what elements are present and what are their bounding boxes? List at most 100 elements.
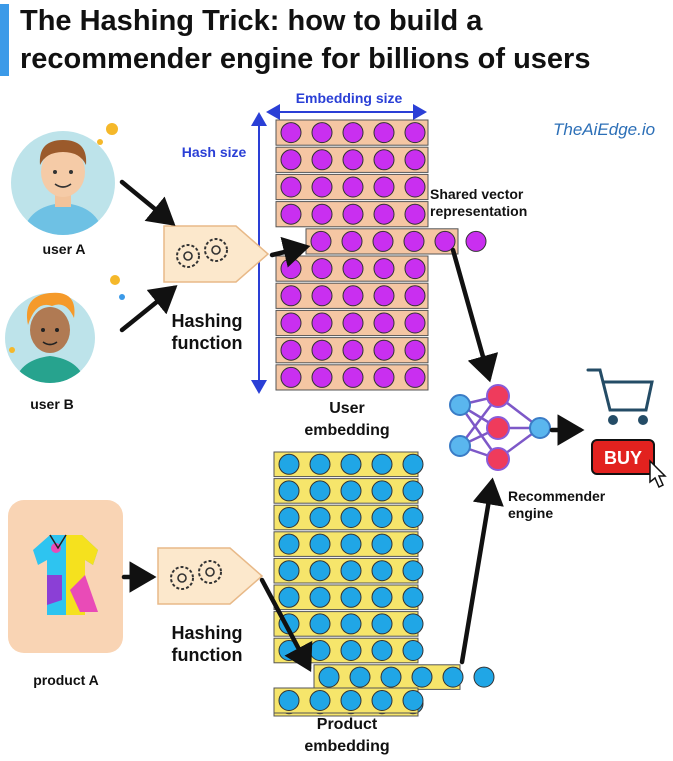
product-embedding-dot [371, 613, 393, 635]
user-embedding-dot [373, 312, 395, 334]
user-embedding-dot [342, 203, 364, 225]
user-embedding-dot [373, 176, 395, 198]
user-embedding-dot [280, 258, 302, 280]
user-embedding-dot [311, 285, 333, 307]
product-embedding-row [273, 531, 424, 557]
user-embedding-dot [342, 149, 364, 171]
product-embedding-dot [340, 480, 362, 502]
product-embedding-dot [309, 640, 331, 661]
user-embedding-dot [373, 122, 395, 144]
user-embedding-dot [373, 149, 395, 171]
product-embedding-dot [371, 690, 393, 711]
product-embedding-dot [380, 666, 402, 688]
user-embedding-dot [342, 285, 364, 307]
user-embedding-line1: User [329, 400, 365, 417]
product-embedding-dot [402, 640, 424, 661]
user-embedding-dot [341, 230, 363, 252]
user-embedding-row [275, 201, 429, 228]
shopping-cart-icon [586, 368, 654, 425]
product-embedding-dot [402, 613, 424, 635]
user-embedding-dot [311, 312, 333, 334]
product-embedding-row [273, 504, 424, 531]
product-embedding-dot [309, 690, 331, 711]
user-embedding-dot [373, 203, 395, 225]
user-b-avatar [5, 292, 95, 383]
product-embedding-dot [402, 453, 424, 475]
product-embedding-dot [442, 666, 464, 688]
user-hashing-function-box [163, 225, 270, 283]
user-embedding-dot [342, 258, 364, 280]
user-embedding-table [275, 119, 487, 391]
product-embedding-dot [402, 690, 424, 711]
buy-button-label: BUY [604, 448, 642, 468]
user-embedding-dot [280, 312, 302, 334]
user-embedding-dot [280, 149, 302, 171]
user-b-label: user B [30, 396, 74, 412]
user-embedding-row [275, 364, 429, 391]
user-embedding-dot [280, 285, 302, 307]
hash-size-label: Hash size [181, 144, 247, 160]
user-embedding-dot [434, 230, 456, 252]
product-embedding-dot [309, 560, 331, 582]
user-embedding-dot [404, 203, 426, 225]
user-embedding-dot [342, 366, 364, 388]
product-embedding-dot [309, 507, 331, 528]
user-embedding-line2: embedding [304, 422, 390, 439]
user-embedding-dot [310, 230, 332, 252]
product-embedding-line2: embedding [304, 738, 390, 755]
user-embedding-dot [280, 203, 302, 225]
page-title: The Hashing Trick: how to build a recomm… [20, 5, 591, 75]
product-embedding-dot [402, 533, 424, 555]
product-embedding-dot [340, 586, 362, 608]
product-embedding-dot [371, 507, 393, 528]
product-embedding-table [273, 451, 495, 717]
product-embedding-dot [278, 507, 300, 528]
shared-vector-to-recommender-arrow [450, 247, 499, 383]
product-a-label: product A [33, 672, 99, 688]
product-embedding-dot [411, 666, 433, 688]
user-b-to-hash-arrow [119, 285, 178, 333]
user-hashing-function-line2: function [171, 333, 243, 353]
product-embedding-dot [402, 480, 424, 502]
product-hashed-vector-row [313, 664, 495, 690]
user-embedding-row [275, 119, 429, 146]
product-embedding-label: Product embedding [282, 714, 412, 758]
product-embedding-dot [402, 507, 424, 528]
product-embedding-dot [371, 586, 393, 608]
product-embedding-dot [309, 480, 331, 502]
product-embedding-dot [371, 453, 393, 475]
user-embedding-dot [404, 122, 426, 144]
user-embedding-row [275, 309, 429, 337]
product-embedding-dot [340, 533, 362, 555]
product-hashing-function-label: Hashing function [152, 622, 262, 666]
product-embedding-dot [278, 560, 300, 582]
shared-vector-label-line2: representation [430, 203, 528, 219]
user-a-to-hash-arrow [119, 179, 176, 226]
user-embedding-dot [373, 258, 395, 280]
product-embedding-dot [309, 586, 331, 608]
user-embedding-dot [373, 285, 395, 307]
product-embedding-dot [278, 586, 300, 608]
product-embedding-dot [309, 453, 331, 475]
user-embedding-dot [311, 339, 333, 361]
user-embedding-row [275, 337, 429, 364]
product-embedding-dot [318, 666, 340, 688]
user-embedding-dot [280, 176, 302, 198]
product-embedding-dot [340, 560, 362, 582]
user-embedding-dot [311, 258, 333, 280]
product-embedding-dot [473, 666, 495, 688]
product-embedding-row [273, 557, 424, 584]
user-embedding-dot [404, 176, 426, 198]
product-embedding-dot [340, 507, 362, 528]
product-embedding-row [273, 611, 424, 637]
product-embedding-dot [371, 560, 393, 582]
user-hashed-vector-row [305, 228, 487, 255]
product-embedding-dot [278, 533, 300, 555]
user-embedding-dot [342, 176, 364, 198]
embedding-size-label: Embedding size [295, 90, 403, 106]
product-embedding-dot [340, 640, 362, 661]
user-embedding-dot [372, 230, 394, 252]
user-a-avatar [11, 131, 115, 235]
user-embedding-dot [311, 149, 333, 171]
